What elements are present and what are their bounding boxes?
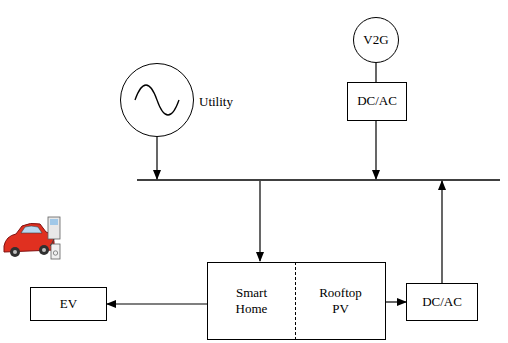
pv-feed — [441, 181, 442, 283]
node-label: EV — [60, 296, 77, 312]
home-feed — [259, 181, 260, 261]
connector-arrow — [386, 301, 406, 302]
smart-home-box: Smart Home — [207, 262, 296, 340]
ev-car-icon — [4, 217, 60, 259]
ev-box: EV — [30, 287, 107, 321]
rooftop-pv-box: Rooftop PV — [296, 262, 386, 340]
utility-feed — [156, 137, 157, 179]
source-label: Utility — [199, 94, 233, 110]
node-label: V2G — [363, 32, 388, 48]
converter-box: DC/AC — [406, 283, 478, 321]
node-label: Smart Home — [226, 285, 278, 318]
sine-symbol — [121, 64, 193, 136]
connector-arrow — [375, 63, 376, 82]
node-label: Rooftop PV — [315, 285, 367, 318]
ac-bus — [137, 179, 500, 180]
node-label: DC/AC — [357, 93, 397, 109]
converter-box: DC/AC — [347, 82, 407, 121]
connector-arrow — [107, 303, 207, 304]
v2g-circle: V2G — [353, 17, 399, 63]
v2g-feed — [375, 121, 376, 179]
utility-source-circle: Utility — [120, 63, 194, 137]
node-label: DC/AC — [422, 294, 462, 310]
